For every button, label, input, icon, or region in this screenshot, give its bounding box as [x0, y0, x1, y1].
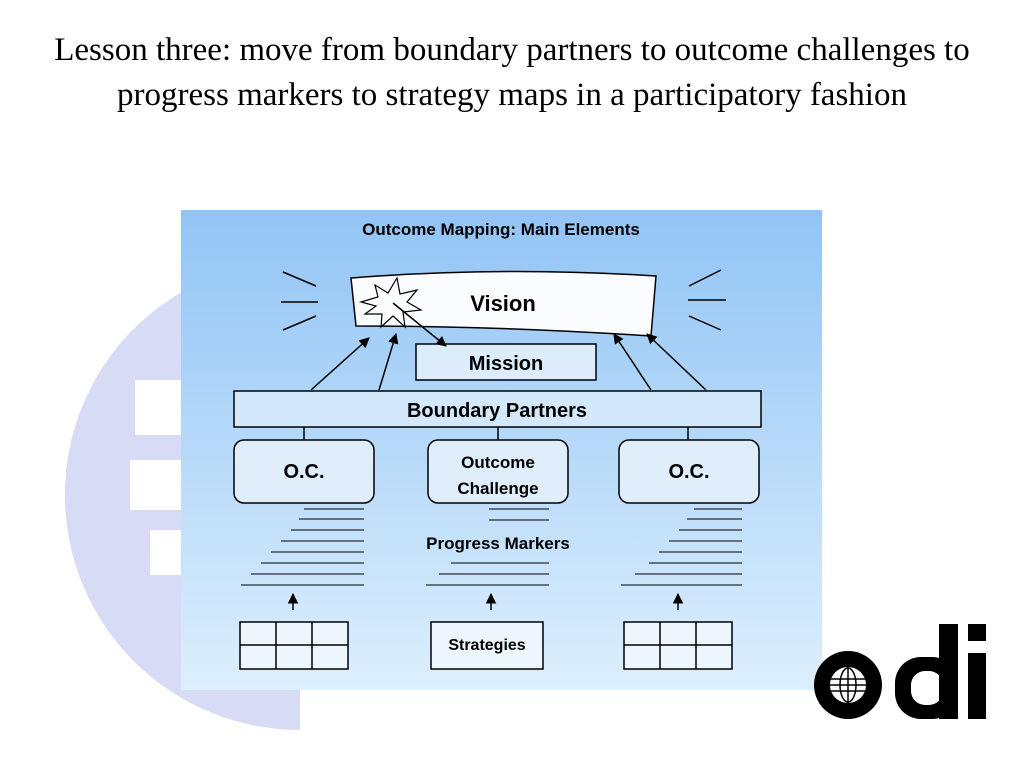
- mission-label: Mission: [469, 353, 543, 375]
- oc-right-box: [618, 439, 760, 504]
- odi-logo: [814, 624, 986, 719]
- progress-markers-label: Progress Markers: [426, 534, 570, 553]
- oc-left-label: O.C.: [283, 461, 324, 483]
- strategies-label: Strategies: [448, 637, 525, 654]
- partner-connectors: [303, 427, 689, 440]
- boundary-partners-box: [233, 390, 762, 428]
- outcome-mapping-diagram: Outcome Mapping: Main Elements Vision Mi…: [181, 210, 822, 690]
- oc-left-box: [233, 439, 375, 504]
- globe-icon: [814, 651, 882, 719]
- progress-marker-lines-right: [621, 508, 742, 586]
- starburst-icon: [358, 276, 423, 329]
- outcome-challenge-label-line2: Challenge: [457, 479, 538, 498]
- strategies-box: [430, 621, 544, 670]
- strategy-grid-right: [623, 621, 733, 670]
- progress-marker-lines-left: [241, 508, 364, 586]
- strategy-arrows: [287, 592, 684, 610]
- outcome-challenge-box: [427, 439, 569, 504]
- vision-rays-right: [688, 269, 726, 331]
- partners-to-vision-arrows: [310, 332, 707, 391]
- vision-label: Vision: [470, 291, 536, 316]
- progress-marker-lines-center: [426, 508, 549, 586]
- vision-rays-left: [281, 271, 318, 331]
- strategy-grid-left: [239, 621, 349, 670]
- diagram-heading: Outcome Mapping: Main Elements: [362, 220, 640, 239]
- mission-box: [415, 343, 597, 381]
- boundary-partners-label: Boundary Partners: [407, 400, 587, 422]
- slide-title: Lesson three: move from boundary partner…: [54, 32, 970, 113]
- logo-letters-di: [895, 624, 986, 719]
- outcome-challenge-label-line1: Outcome: [461, 453, 535, 472]
- vision-to-mission-arrow: [392, 302, 447, 347]
- oc-right-label: O.C.: [668, 461, 709, 483]
